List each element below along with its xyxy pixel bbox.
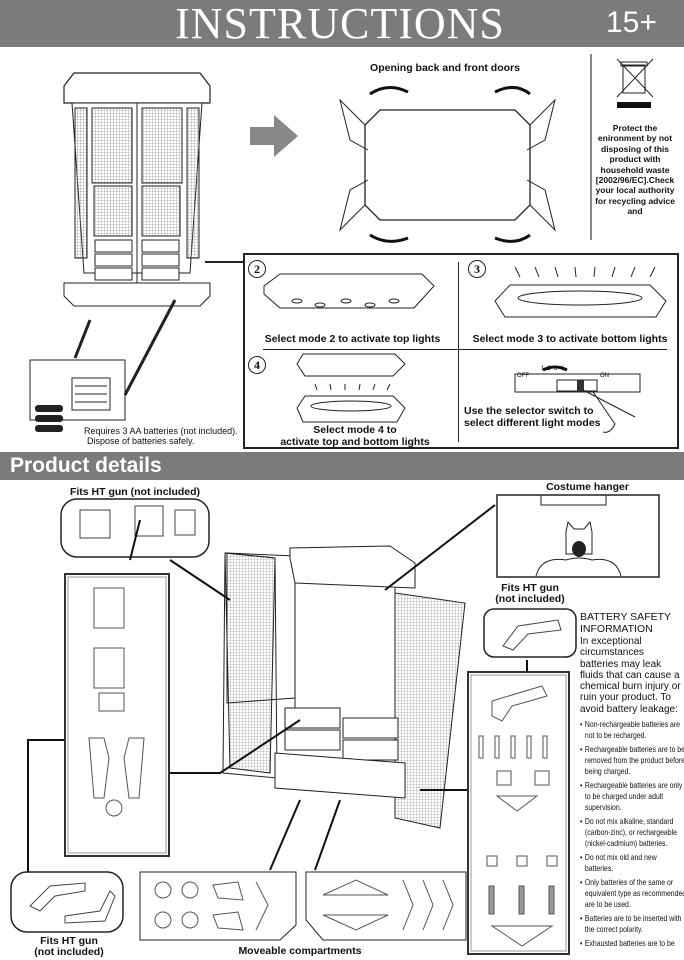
gun-top-label: Fits HT gun (not included) bbox=[69, 486, 201, 498]
accessory-board-left bbox=[64, 573, 170, 857]
switch-position: 1 bbox=[541, 366, 548, 372]
page-title: INSTRUCTIONS bbox=[175, 0, 505, 48]
mode-number-badge: 4 bbox=[248, 356, 266, 374]
battery-requirement-note: Requires 3 AA batteries (not included). … bbox=[84, 426, 238, 446]
caption-line: select different light modes bbox=[464, 417, 601, 429]
swing-arrow-icons bbox=[369, 86, 531, 243]
divider bbox=[458, 262, 459, 442]
header-bar bbox=[0, 0, 684, 47]
label-line: Fits HT gun bbox=[40, 935, 98, 947]
costume-hanger-callout bbox=[496, 494, 660, 578]
caption-line: Use the selector switch to bbox=[464, 405, 594, 417]
list-item: Only batteries of the same or equivalent… bbox=[580, 877, 684, 910]
switch-position: 4 bbox=[560, 366, 567, 372]
switch-off-label: OFF bbox=[517, 373, 529, 379]
switch-position: 2 bbox=[547, 366, 554, 372]
gun-bottom-label: Fits HT gun (not included) bbox=[15, 936, 123, 958]
gun-right-callout bbox=[483, 608, 577, 658]
gun-parts-callout bbox=[60, 498, 210, 558]
gun-right-label: Fits HT gun (not included) bbox=[480, 583, 580, 605]
battery-safety-list: Non-rechargeable batteries are not to be… bbox=[580, 719, 684, 949]
list-item: Exhausted batteries are to be bbox=[580, 938, 684, 949]
doors-top-view-diagram bbox=[339, 86, 556, 243]
battery-safety-title: BATTERY SAFETY INFORMATION bbox=[580, 611, 684, 635]
label-line: (not included) bbox=[495, 593, 565, 605]
mode-2-caption: Select mode 2 to activate top lights bbox=[264, 333, 441, 345]
crossed-out-wheelie-bin-icon bbox=[616, 58, 654, 108]
section-header-bar bbox=[0, 452, 684, 480]
divider bbox=[590, 54, 592, 240]
gun-bottom-callout bbox=[10, 871, 124, 933]
selector-switch-illustration bbox=[514, 365, 641, 433]
light-modes-panel bbox=[243, 253, 679, 449]
top-and-bottom-lights-illustration bbox=[296, 353, 406, 423]
label-line: (not included) bbox=[34, 946, 104, 958]
battery-note-line: Requires 3 AA batteries (not included). bbox=[84, 426, 238, 436]
age-rating: 15+ bbox=[606, 6, 657, 39]
title-line: BATTERY SAFETY bbox=[580, 611, 672, 623]
switch-on-label: ON bbox=[600, 373, 609, 379]
mode-number-badge: 3 bbox=[468, 260, 486, 278]
mode-3-caption: Select mode 3 to activate bottom lights bbox=[472, 333, 668, 345]
list-item: Rechargeable batteries are only to be ch… bbox=[580, 780, 684, 813]
battery-safety-info: BATTERY SAFETY INFORMATION In exceptiona… bbox=[580, 611, 684, 952]
compartments-label: Moveable compartments bbox=[238, 945, 362, 957]
mode-number-badge: 2 bbox=[248, 260, 266, 278]
title-line: INFORMATION bbox=[580, 623, 653, 635]
display-case-illustration bbox=[222, 545, 466, 829]
top-lights-illustration bbox=[263, 273, 435, 309]
list-item: Rechargeable batteries are to be removed… bbox=[580, 744, 684, 777]
divider bbox=[263, 349, 667, 350]
switch-position-labels: 1234 bbox=[541, 366, 566, 372]
section-title: Product details bbox=[10, 454, 162, 477]
cabinet-illustration bbox=[63, 72, 211, 307]
accessory-board-right bbox=[467, 671, 570, 955]
bottom-lights-illustration bbox=[494, 266, 667, 318]
battery-compartment-illustration bbox=[29, 319, 126, 432]
battery-safety-intro: In exceptional circumstances batteries m… bbox=[580, 636, 681, 715]
mode-4-caption: Select mode 4 to activate top and bottom… bbox=[265, 424, 445, 448]
recycling-notice: Protect the enironment by not disposing … bbox=[595, 123, 675, 217]
list-item: Batteries are to be inserted with the co… bbox=[580, 913, 684, 935]
switch-position: 3 bbox=[553, 366, 561, 372]
moveable-compartments-illustration bbox=[139, 871, 467, 941]
list-item: Do not mix alkaline, standard (carbon-zi… bbox=[580, 816, 684, 849]
list-item: Non-rechargeable batteries are not to be… bbox=[580, 719, 684, 741]
battery-note-line: Dispose of batteries safely. bbox=[87, 436, 195, 446]
arrow-right-icon bbox=[250, 115, 298, 157]
costume-hanger-label: Costume hanger bbox=[546, 481, 629, 493]
doors-caption: Opening back and front doors bbox=[370, 62, 520, 74]
caption-line: activate top and bottom lights bbox=[280, 436, 430, 448]
list-item: Do not mix old and new batteries. bbox=[580, 852, 684, 874]
selector-switch-caption: Use the selector switch to select differ… bbox=[464, 405, 601, 429]
caption-line: Select mode 4 to bbox=[313, 424, 397, 436]
label-line: Fits HT gun bbox=[501, 582, 559, 594]
